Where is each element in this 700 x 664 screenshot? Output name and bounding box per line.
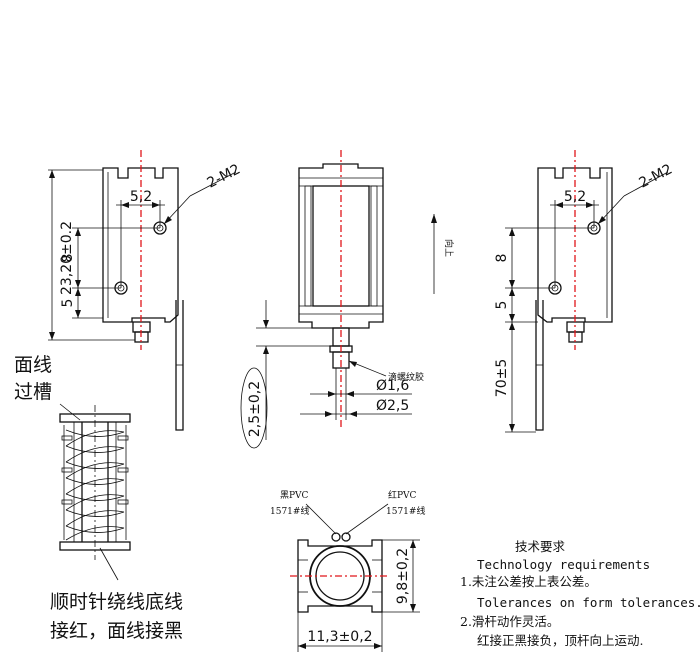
glue-label: 滴螺纹胶: [388, 371, 424, 383]
black-wire-label-1: 黑PVC: [280, 490, 309, 501]
front-body-outline: [298, 163, 384, 329]
right-body-outline: [537, 167, 613, 323]
bottom-view: 黑PVC 1571#线 红PVC 1571#线 9,8±0,2 11,3±0,2: [270, 489, 425, 652]
coil-detail: 面线 过槽 顺时针绕线底线 接红，面线接黑: [14, 354, 183, 642]
coil-bottom-label-1: 顺时针绕线底线: [50, 591, 183, 613]
red-wire-end: [341, 532, 351, 542]
up-label: 向上: [443, 239, 455, 257]
coil-windings: [63, 425, 127, 541]
notes-title-cn: 技术要求: [515, 539, 566, 554]
front-dim-inner-dia: Ø1,6: [376, 378, 409, 394]
right-thread-label: 2-M2: [637, 161, 675, 191]
left-dim-8: 8: [60, 254, 76, 263]
right-dim-8: 8: [494, 254, 510, 263]
bottom-dim-height: 9,8±0,2: [395, 548, 411, 604]
notes-item2-cn: 2.滑杆动作灵活。: [460, 614, 559, 629]
right-dim-5: 5: [494, 301, 510, 310]
notes-item1-cn: 1.未注公差按上表公差。: [460, 574, 597, 589]
red-wire-label-2: 1571#线: [386, 505, 425, 517]
bottom-dim-width: 11,3±0,2: [307, 629, 372, 645]
black-wire-label-2: 1571#线: [270, 505, 309, 517]
coil-top-label-2: 过槽: [14, 381, 52, 403]
technical-notes: 技术要求 Technology requirements 1.未注公差按上表公差…: [460, 539, 700, 648]
notes-title-en: Technology requirements: [477, 557, 650, 572]
left-body-outline: [102, 167, 179, 323]
coil-top-label-1: 面线: [14, 354, 52, 376]
right-dim-lead-length: 70±5: [494, 359, 510, 397]
notes-item1-en: Tolerances on form tolerances.: [477, 595, 700, 610]
red-wire-label-1: 红PVC: [388, 489, 417, 501]
left-dim-5: 5: [60, 299, 76, 308]
right-dim-width: 5,2: [564, 189, 586, 205]
front-view: 向上 2,5±0,2 Ø1,6 Ø2,5 滴螺纹胶: [240, 150, 455, 449]
notes-item2-cn-b: 红接正黑接负，顶杆向上运动.: [477, 633, 643, 648]
left-thread-label: 2-M2: [205, 161, 243, 191]
front-dim-outer-dia: Ø2,5: [376, 398, 409, 414]
coil-bottom-label-2: 接红，面线接黑: [50, 620, 183, 642]
front-dim-plunger-offset: 2,5±0,2: [247, 381, 263, 437]
left-dim-width: 5,2: [130, 189, 152, 205]
left-dim-height: 23,20±0.2: [59, 221, 75, 295]
right-side-view: 8 5 70±5 5,2 2-M2: [494, 150, 675, 433]
left-side-view: 23,20±0.2 8 5 5,2 2-M2: [48, 150, 243, 431]
black-wire-end: [331, 532, 341, 542]
